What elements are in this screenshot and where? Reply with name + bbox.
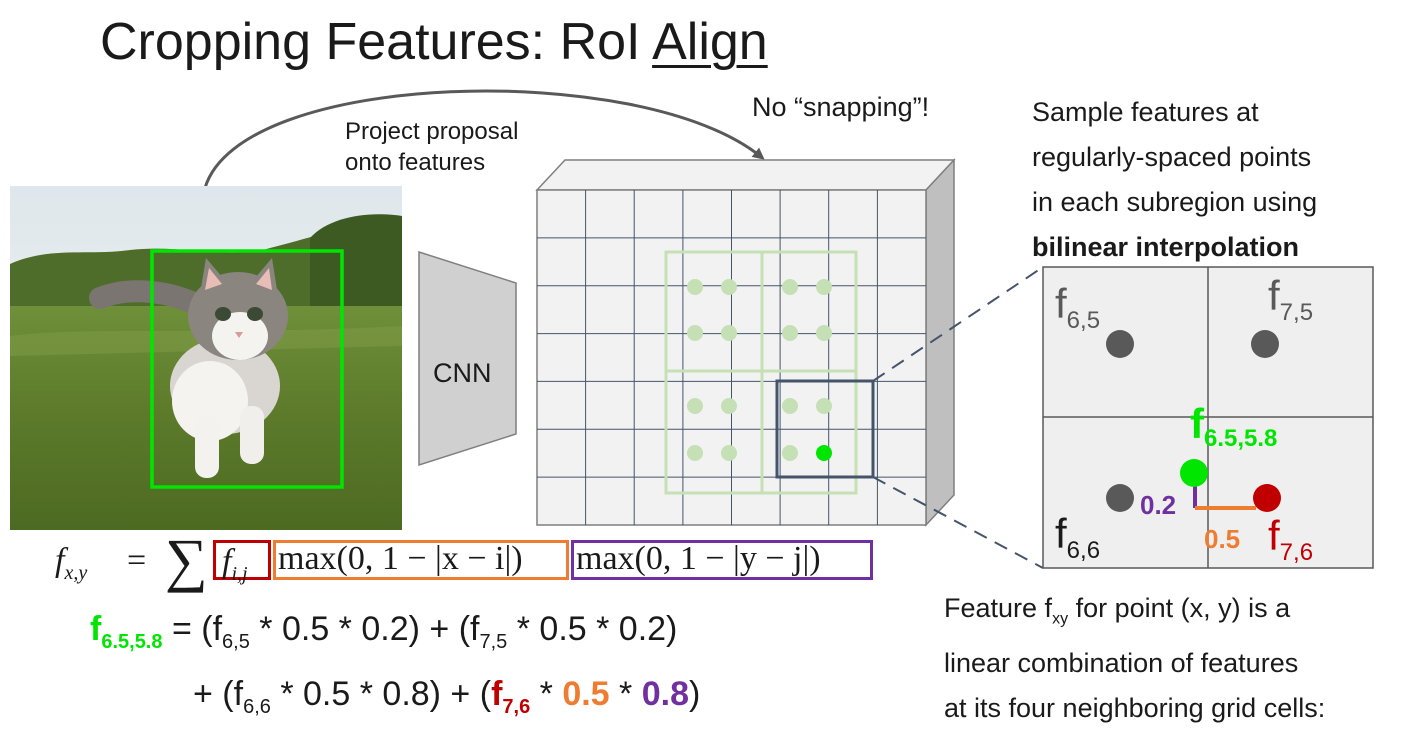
kitten-photo: [10, 186, 402, 530]
feature-description: Feature fxy for point (x, y) is a linear…: [944, 586, 1325, 731]
sample-line-3: in each subregion using: [1032, 187, 1318, 217]
grid-point-f76: [1253, 484, 1281, 512]
feature-map-top: [535, 159, 956, 191]
formula-term3-box: max(0, 1 − |y − j|): [571, 540, 873, 580]
sample-point-f: [1180, 459, 1208, 487]
no-snapping-label: No “snapping”!: [752, 92, 930, 122]
formula-eq: =: [127, 542, 147, 579]
formula-lhs: fx,y: [55, 542, 88, 584]
label-dist-x: 0.5: [1204, 524, 1240, 554]
equation-line-1: f6.5,5.8 = (f6,5 * 0.5 * 0.2) + (f7,5 * …: [90, 610, 678, 653]
label-f75: f7,5: [1268, 272, 1313, 326]
feature-line-2: linear combination of features: [944, 648, 1299, 679]
zoom-grid: [1042, 266, 1374, 569]
diagram-canvas: f6,5 f7,5 f6,6 f7,6 f6.5,5.8 0.2 0.5: [203, 89, 1374, 569]
project-line-2: onto features: [345, 149, 486, 176]
projection-arrow: [203, 89, 765, 189]
formula-term1-box: fi,j: [213, 540, 271, 585]
grid-point-f65: [1106, 330, 1134, 358]
formula-sum: ∑: [165, 527, 208, 593]
sample-line-bold: bilinear interpolation: [1032, 232, 1300, 262]
label-f66: f6,6: [1055, 510, 1100, 564]
label-f65: f6,5: [1055, 280, 1100, 334]
cnn-label: CNN: [433, 358, 492, 388]
zoom-line-top: [872, 266, 1044, 382]
formula-term2-box: max(0, 1 − |x − i|): [273, 540, 569, 580]
label-f76: f7,6: [1268, 512, 1313, 566]
page-title: Cropping Features: RoI Align: [100, 12, 768, 72]
label-fsample: f6.5,5.8: [1190, 400, 1277, 452]
project-proposal-label: Project proposal onto features: [345, 116, 518, 178]
grid-point-f66: [1106, 484, 1134, 512]
highlighted-sample-point: [816, 445, 832, 461]
feature-line-3: at its four neighboring grid cells:: [944, 693, 1326, 724]
feature-line-1: Feature fxy for point (x, y) is a: [944, 593, 1291, 628]
worked-equation: f6.5,5.8 = (f6,5 * 0.5 * 0.2) + (f7,5 * …: [90, 603, 700, 733]
label-dist-y: 0.2: [1140, 490, 1176, 520]
project-line-1: Project proposal: [345, 118, 519, 145]
sample-line-1: Sample features at: [1032, 97, 1259, 127]
zoom-line-bottom: [872, 476, 1044, 569]
feature-map-side: [925, 158, 955, 527]
zoom-source-box: [775, 379, 875, 479]
title-prefix: Cropping Features: RoI: [100, 13, 653, 71]
title-underlined: Align: [652, 13, 768, 71]
projected-roi: [664, 250, 858, 495]
sample-description: Sample features at regularly-spaced poin…: [1032, 90, 1317, 270]
grid-point-f75: [1251, 330, 1279, 358]
equation-line-2: + (f6,6 * 0.5 * 0.8) + (f7,6 * 0.5 * 0.8…: [193, 674, 701, 718]
cnn-trapezoid: [418, 250, 517, 467]
proposal-box: [150, 249, 344, 489]
sample-line-2: regularly-spaced points: [1032, 142, 1312, 172]
sample-points: [687, 279, 832, 461]
